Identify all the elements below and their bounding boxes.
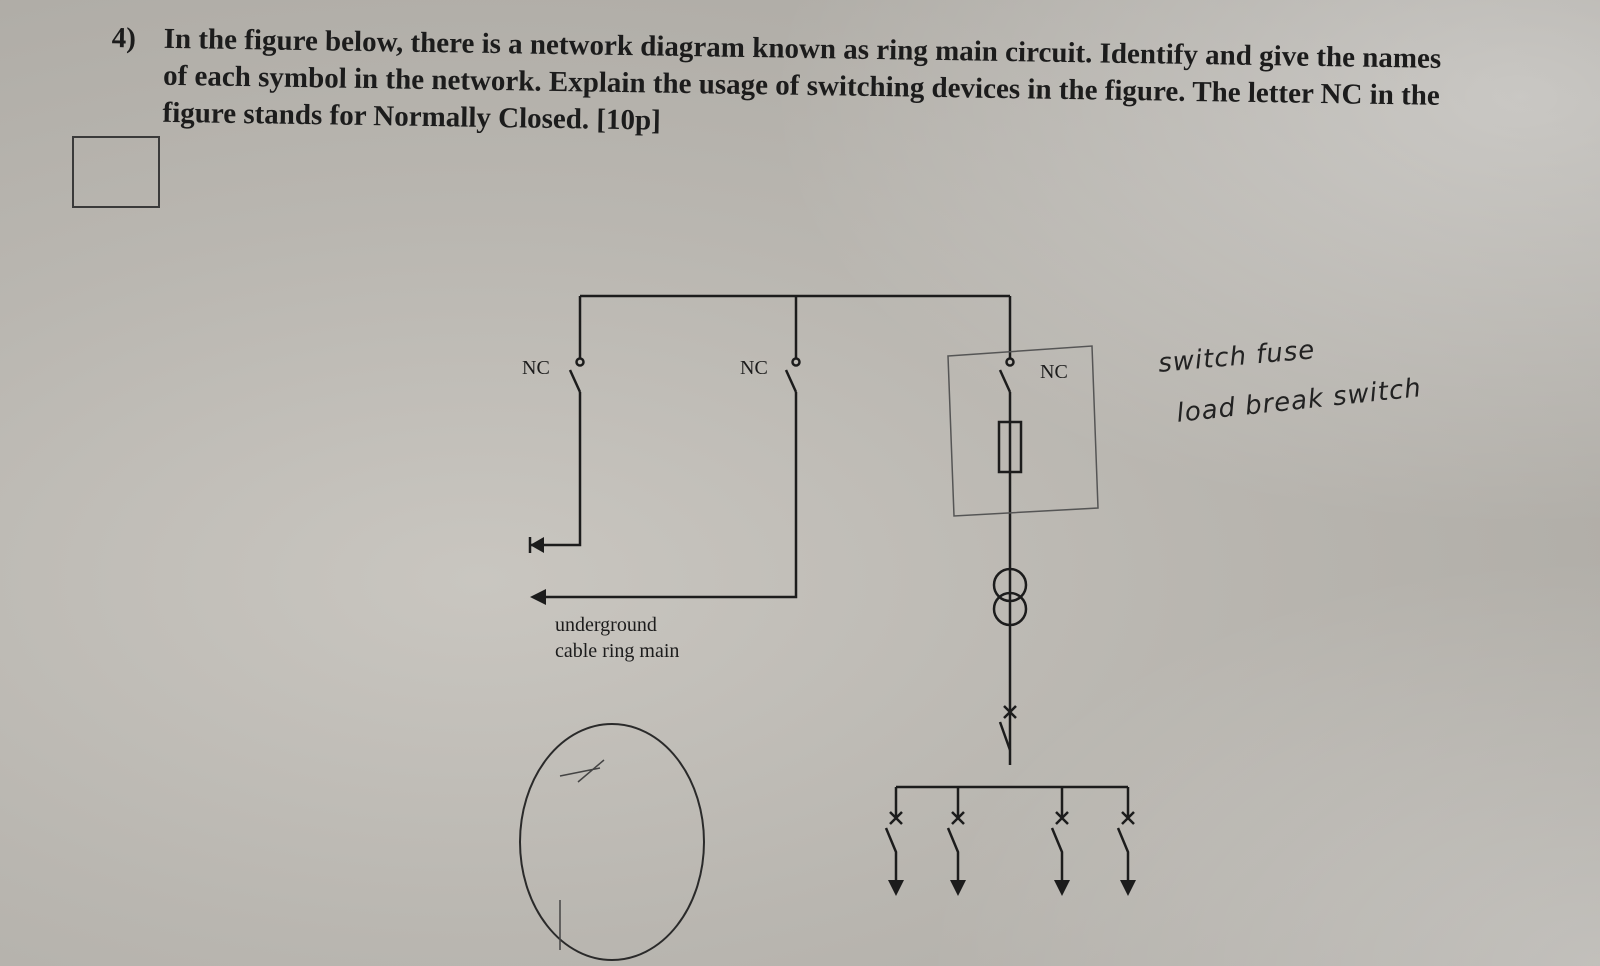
caption-line-1: underground — [555, 614, 657, 636]
fuse-symbol — [997, 420, 1023, 474]
transformer-winding-1 — [992, 567, 1028, 603]
middle-arrow-head — [530, 589, 546, 605]
handdrawn-marks — [559, 759, 605, 950]
right-switch-blade — [998, 369, 1012, 393]
handdrawn-ellipse — [519, 723, 705, 961]
feeder-1-arrow — [888, 880, 904, 896]
middle-feeder-lower — [536, 392, 798, 599]
caption-line-2: cable ring main — [555, 640, 680, 662]
lv-breaker-blade — [998, 721, 1012, 751]
transformer-winding-2 — [992, 591, 1028, 627]
nc-label-right: NC — [1040, 361, 1068, 383]
nc-label-middle: NC — [740, 357, 768, 379]
outgoing-feeder-2 — [946, 787, 965, 880]
left-arrow-head — [530, 537, 544, 553]
feeder-3-arrow — [1054, 880, 1070, 896]
lv-breaker-cross — [1003, 705, 1017, 719]
outgoing-feeder-1 — [884, 787, 903, 880]
outgoing-feeder-3 — [1050, 787, 1069, 880]
outgoing-feeder-4 — [1116, 787, 1135, 880]
left-feeder-lower — [530, 392, 582, 547]
pencil-box-switch-fuse — [947, 345, 1099, 517]
left-switch-blade — [568, 369, 582, 393]
left-switch-contact — [575, 357, 585, 367]
feeder-2-arrow — [950, 880, 966, 896]
diagram-caption: underground cable ring main — [555, 612, 679, 664]
right-switch-contact — [1005, 357, 1015, 367]
feeder-4-arrow — [1120, 880, 1136, 896]
middle-switch-blade — [784, 369, 798, 393]
nc-label-left: NC — [522, 357, 550, 379]
middle-switch-contact — [791, 357, 801, 367]
answer-checkbox[interactable] — [72, 136, 160, 208]
